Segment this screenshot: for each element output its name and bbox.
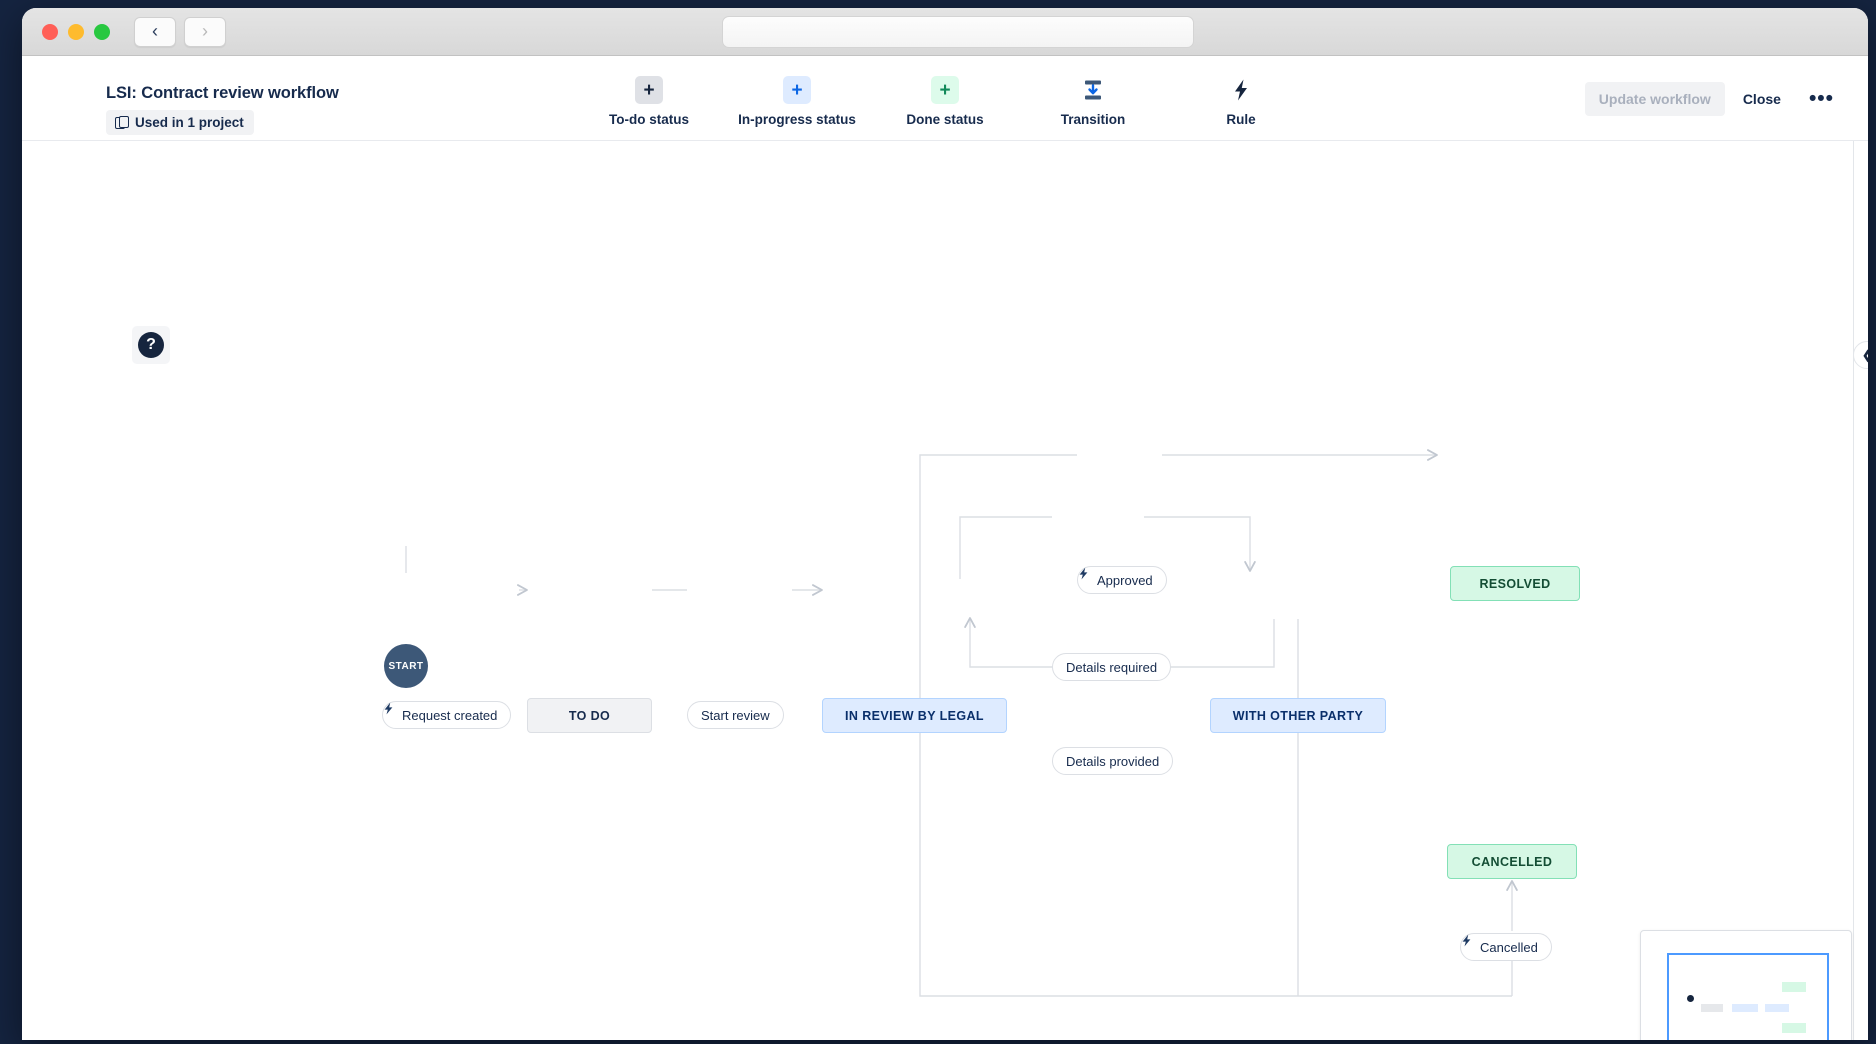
toolbar-item-rule[interactable]: Rule bbox=[1185, 76, 1297, 127]
question-mark-icon: ? bbox=[138, 332, 164, 358]
transition-label: Approved bbox=[1097, 572, 1153, 588]
transition-label: Start review bbox=[701, 707, 770, 723]
minimap-node-other-party bbox=[1765, 1004, 1789, 1012]
header-actions: Update workflow Close ••• bbox=[1584, 82, 1844, 116]
app-header: ✕ LSI: Contract review workflow Used in … bbox=[22, 56, 1868, 174]
toolbar-label-rule: Rule bbox=[1226, 112, 1256, 127]
minimize-window-button[interactable] bbox=[68, 23, 84, 40]
transition-details-required[interactable]: Details required bbox=[1052, 653, 1172, 681]
node-cancelled[interactable]: CANCELLED bbox=[1447, 844, 1577, 879]
transition-label: Details required bbox=[1066, 659, 1158, 675]
minimap-node-start bbox=[1687, 995, 1694, 1002]
node-with-other-party[interactable]: WITH OTHER PARTY bbox=[1210, 698, 1386, 733]
workflow-toolbar: + To-do status + In-progress status + Do… bbox=[593, 76, 1297, 127]
transition-label: Request created bbox=[402, 707, 498, 723]
toolbar-label-in-progress-status: In-progress status bbox=[738, 112, 856, 127]
title-block: LSI: Contract review workflow Used in 1 … bbox=[106, 84, 339, 135]
transition-label: Cancelled bbox=[1480, 939, 1538, 955]
toolbar-item-done-status[interactable]: + Done status bbox=[889, 76, 1001, 127]
address-bar[interactable] bbox=[722, 15, 1194, 48]
toolbar-item-in-progress-status[interactable]: + In-progress status bbox=[738, 76, 856, 127]
close-button[interactable]: Close bbox=[1729, 82, 1795, 116]
update-workflow-button[interactable]: Update workflow bbox=[1584, 82, 1725, 116]
toolbar-label-done-status: Done status bbox=[906, 112, 984, 127]
minimap-node-resolved bbox=[1782, 982, 1806, 992]
minimap[interactable] bbox=[1640, 930, 1852, 1040]
lightning-bolt-icon bbox=[1227, 76, 1255, 104]
node-in-review-by-legal[interactable]: IN REVIEW BY LEGAL bbox=[822, 698, 1007, 733]
maximize-window-button[interactable] bbox=[94, 23, 110, 40]
help-button[interactable]: ? bbox=[132, 326, 170, 364]
minimap-viewport[interactable] bbox=[1667, 953, 1829, 1040]
forward-icon[interactable]: › bbox=[184, 16, 226, 47]
transition-request-created[interactable]: Request created bbox=[382, 701, 512, 729]
used-in-projects-badge[interactable]: Used in 1 project bbox=[106, 110, 254, 135]
browser-chrome: ‹ › bbox=[22, 8, 1868, 56]
nav-buttons: ‹ › bbox=[134, 16, 226, 47]
transition-approved[interactable]: Approved bbox=[1077, 566, 1167, 594]
node-start[interactable]: START bbox=[384, 644, 428, 688]
browser-window: ‹ › ✕ LSI: Contract review workflow Used… bbox=[22, 8, 1868, 1040]
copy-icon bbox=[115, 116, 129, 129]
toolbar-label-todo-status: To-do status bbox=[609, 112, 689, 127]
node-resolved[interactable]: RESOLVED bbox=[1450, 566, 1580, 601]
transition-cancelled[interactable]: Cancelled bbox=[1460, 933, 1552, 961]
minimap-node-to-do bbox=[1701, 1004, 1723, 1012]
used-in-projects-label: Used in 1 project bbox=[135, 115, 244, 130]
transition-details-provided[interactable]: Details provided bbox=[1052, 747, 1174, 775]
back-icon[interactable]: ‹ bbox=[134, 16, 176, 47]
plus-icon: + bbox=[635, 76, 663, 104]
page-title: LSI: Contract review workflow bbox=[106, 84, 339, 102]
toolbar-label-transition: Transition bbox=[1060, 112, 1126, 127]
minimap-node-in-review bbox=[1732, 1004, 1758, 1012]
plus-icon: + bbox=[931, 76, 959, 104]
transition-label: Details provided bbox=[1066, 753, 1160, 769]
plus-icon: + bbox=[783, 76, 811, 104]
traffic-lights bbox=[42, 23, 110, 40]
more-options-icon[interactable]: ••• bbox=[1799, 87, 1844, 112]
minimap-node-cancelled bbox=[1782, 1023, 1806, 1033]
toolbar-item-todo-status[interactable]: + To-do status bbox=[593, 76, 705, 127]
transition-icon bbox=[1079, 76, 1107, 104]
transition-start-review[interactable]: Start review bbox=[687, 701, 784, 729]
toolbar-item-transition[interactable]: Transition bbox=[1037, 76, 1149, 127]
close-window-button[interactable] bbox=[42, 23, 58, 40]
connector-lines bbox=[405, 449, 1518, 997]
node-to-do[interactable]: TO DO bbox=[527, 698, 652, 733]
workflow-canvas[interactable]: ? ❮ bbox=[22, 141, 1868, 1040]
panel-divider bbox=[1853, 141, 1854, 1040]
workflow-diagram: START TO DO IN REVIEW BY LEGAL WITH OTHE… bbox=[22, 141, 1868, 1040]
